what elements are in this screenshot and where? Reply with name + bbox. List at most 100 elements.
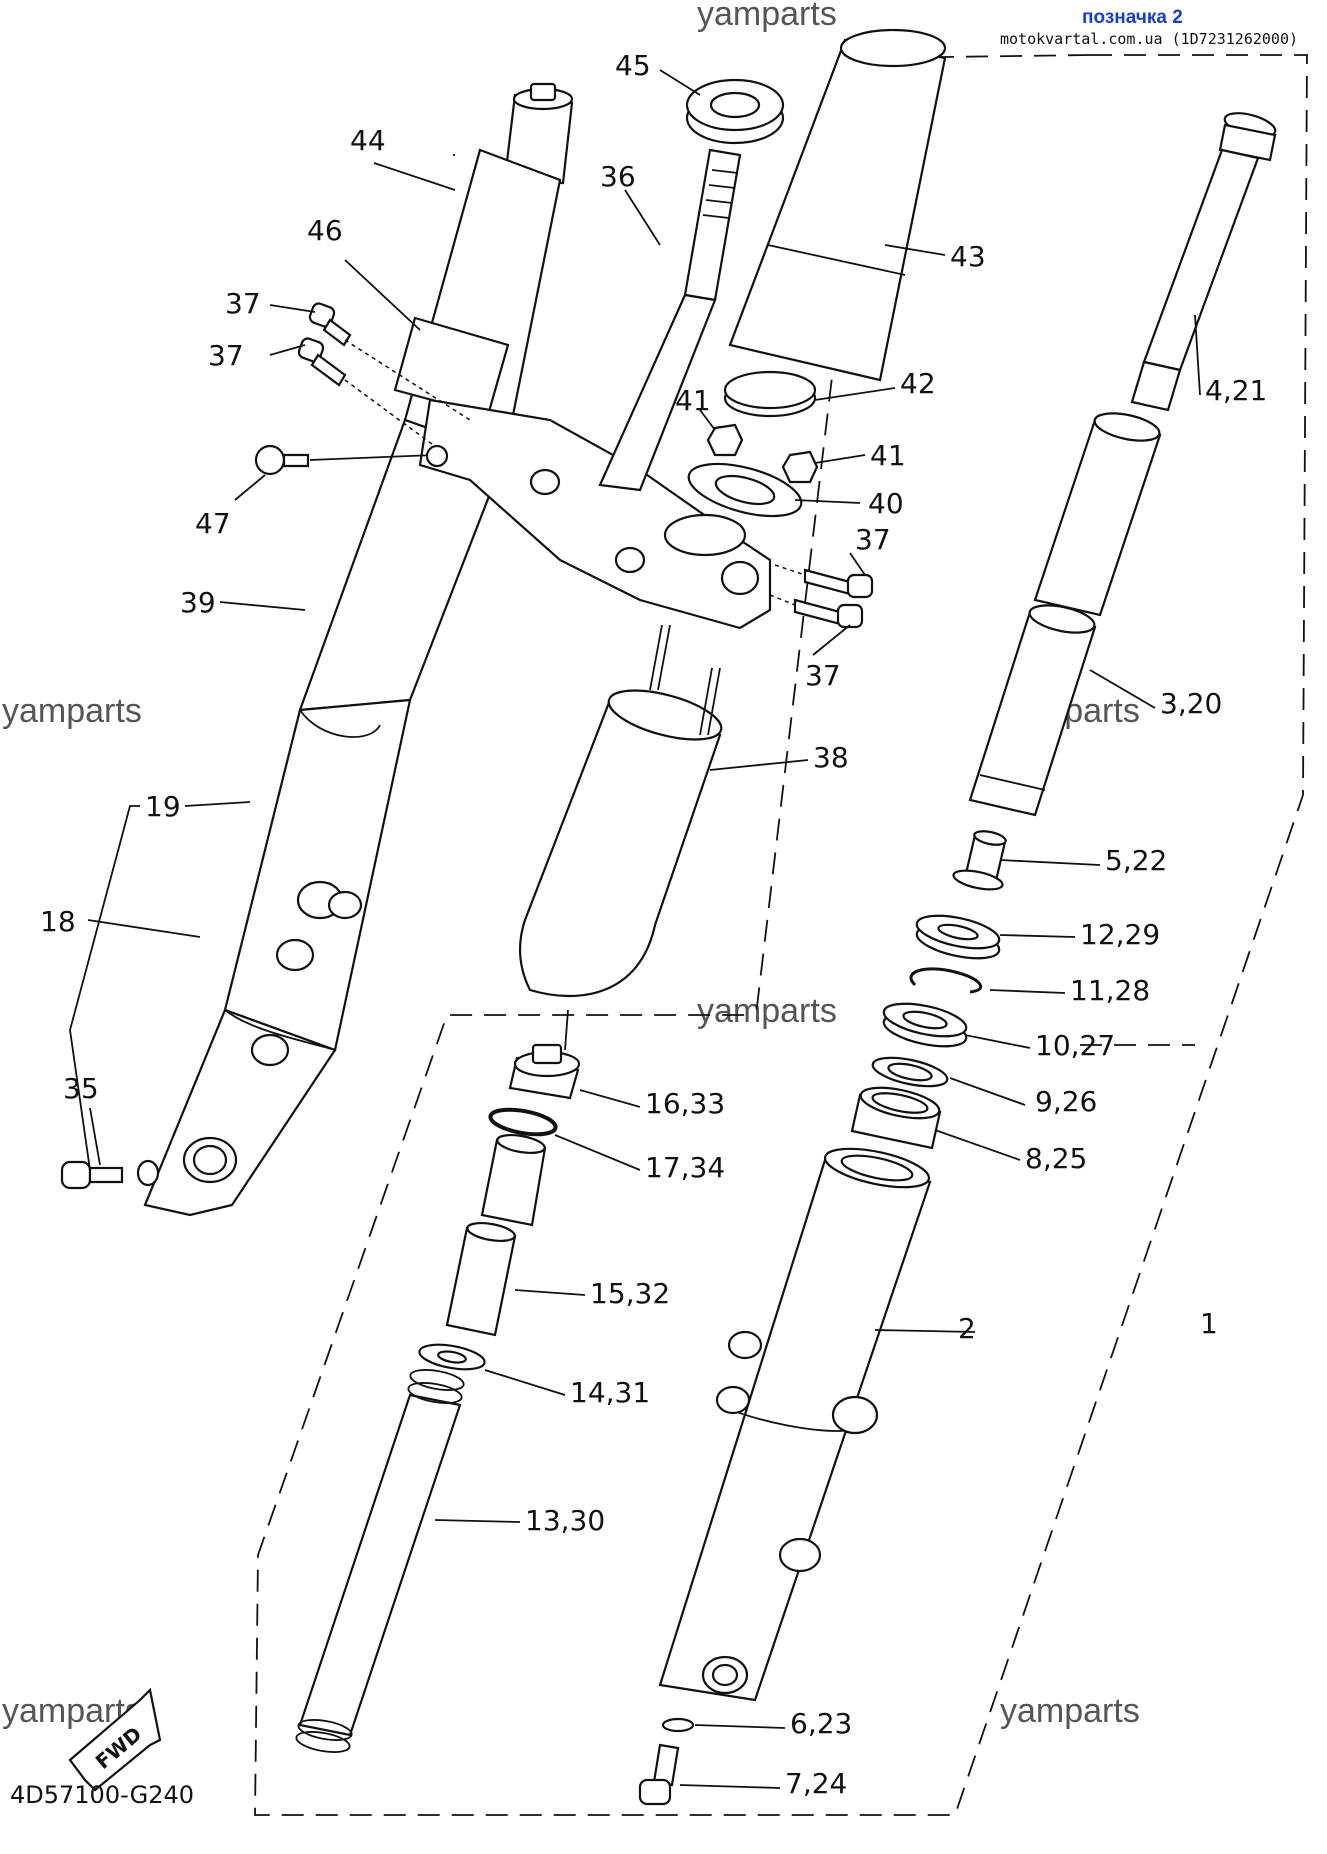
bolt-37c-head	[846, 573, 874, 599]
callout-37d: 37	[805, 659, 841, 692]
seal-10-27	[882, 1002, 968, 1048]
callout-42: 42	[900, 367, 936, 400]
leader-lines	[69, 69, 1201, 1789]
callout-16-33: 16,33	[645, 1087, 725, 1120]
bolt-37d-thread	[793, 598, 842, 626]
collar-42-top	[723, 370, 817, 410]
callout-12-29: 12,29	[1080, 918, 1160, 951]
stud-1	[649, 624, 663, 691]
fork-cap-nut	[529, 82, 557, 102]
header-source: motokvartal.com.ua (1D7231262000)	[1000, 30, 1298, 48]
spacer-15-32	[445, 1133, 547, 1337]
cover-38	[518, 624, 723, 1051]
tube-2-boss-2	[715, 1385, 751, 1415]
callout-35: 35	[63, 1072, 99, 1105]
outline-assembly-1	[254, 54, 1308, 1816]
tube-joint-curve	[299, 709, 381, 738]
cover-43-band	[767, 244, 906, 276]
callout-6-23: 6,23	[790, 1707, 852, 1740]
callout-1: 1	[1200, 1307, 1218, 1340]
bolt-37d-head	[836, 603, 864, 629]
callout-19: 19	[145, 790, 181, 823]
watermark-middle: yamparts	[697, 992, 837, 1030]
screw-47	[254, 444, 449, 476]
spring-13-30	[295, 1369, 465, 1753]
rod-tip	[1130, 360, 1182, 412]
callout-45: 45	[615, 49, 651, 82]
callout-13-30: 13,30	[525, 1504, 605, 1537]
boss-upper-hole	[327, 890, 363, 920]
seal-12-29	[915, 914, 1001, 960]
bolts-37-lower	[769, 564, 874, 629]
callout-43: 43	[950, 240, 986, 273]
callout-5-22: 5,22	[1105, 844, 1167, 877]
callout-38: 38	[813, 741, 849, 774]
callout-37b: 37	[208, 339, 244, 372]
cap-bolt-16-33	[508, 1043, 581, 1100]
callout-36: 36	[600, 160, 636, 193]
plate-40-hole	[714, 474, 776, 506]
rod-spring-top	[1218, 123, 1277, 162]
clip-11-28	[909, 967, 983, 994]
bushing-5-22	[952, 830, 1007, 891]
callout-47: 47	[195, 507, 231, 540]
callout-17-34: 17,34	[645, 1151, 725, 1184]
cover-38-body	[518, 698, 722, 998]
outer-tube-2-body	[658, 1158, 932, 1702]
callout-15-32: 15,32	[590, 1277, 670, 1310]
tube-2-boss-1	[727, 1330, 763, 1360]
outer-tube-2	[658, 1147, 932, 1702]
left-fork-assembly	[136, 82, 574, 1217]
boss-mid	[275, 938, 315, 972]
callout-11-28: 11,28	[1070, 974, 1150, 1007]
stem-shaft	[598, 293, 717, 492]
callout-41a: 41	[675, 384, 711, 417]
watermark-left: yamparts	[2, 692, 142, 730]
bolt-hole-35	[136, 1159, 160, 1187]
rod-shaft	[1142, 148, 1260, 372]
steering-stem-36	[598, 148, 742, 492]
fwd-arrow-shape	[68, 1687, 162, 1792]
callout-41b: 41	[870, 439, 906, 472]
bushing-8-25	[850, 1086, 942, 1150]
bolt-35	[60, 1160, 124, 1190]
callout-14-31: 14,31	[570, 1376, 650, 1409]
header-tag: позначка 2	[1082, 7, 1183, 28]
callout-18: 18	[40, 905, 76, 938]
callout-9-26: 9,26	[1035, 1085, 1097, 1118]
tube-2-boss-3	[831, 1395, 879, 1435]
watermark-top: yamparts	[697, 0, 837, 33]
callout-4-21: 4,21	[1205, 374, 1267, 407]
watermark-bottom-right: yamparts	[1000, 1692, 1140, 1730]
bolt-37a-thread	[322, 318, 352, 347]
cover-43-top	[839, 28, 947, 68]
slider-joint	[224, 1009, 336, 1051]
slider-18	[143, 1008, 337, 1217]
bracket-hole-2	[614, 546, 646, 574]
damper-rod-4-21	[1130, 112, 1277, 412]
bracket-hole-1	[529, 468, 561, 496]
bolt-37b-thread	[310, 353, 347, 387]
callout-37c: 37	[855, 523, 891, 556]
tube-2-boss-4	[778, 1537, 822, 1573]
o-ring-17-34	[488, 1107, 558, 1137]
spring-body	[298, 1393, 462, 1737]
bearing-45	[685, 78, 785, 145]
callout-8-25: 8,25	[1025, 1142, 1087, 1175]
inner-tubes-3-20	[968, 412, 1162, 817]
screw-47-thread	[282, 453, 310, 468]
boss-lower	[250, 1033, 290, 1067]
washer-6-23	[661, 1717, 695, 1733]
callout-7-24: 7,24	[785, 1767, 847, 1800]
cover-38-top	[607, 689, 723, 741]
bearing-45-bore	[709, 91, 761, 119]
nut-41a	[706, 423, 744, 457]
bracket-hole-3	[720, 560, 760, 596]
inner-tube-upper	[1033, 418, 1162, 617]
outer-tube-lower-19	[223, 698, 412, 1052]
stud-2	[699, 667, 713, 736]
under-bracket-assembly	[418, 398, 772, 630]
screw-47-head	[254, 444, 286, 476]
